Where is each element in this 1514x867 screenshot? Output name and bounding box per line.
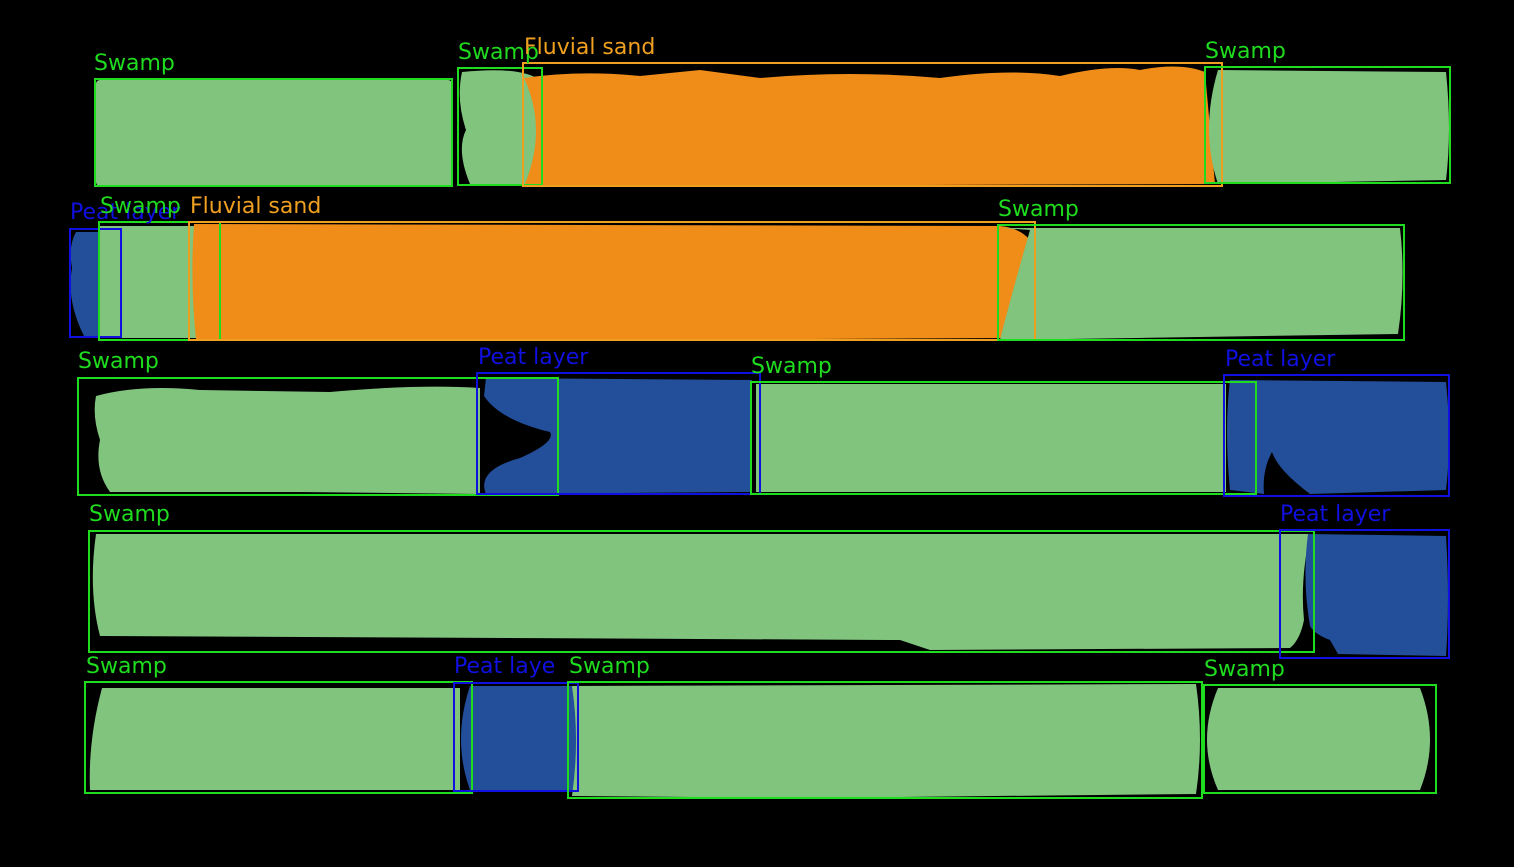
swamp-box (457, 67, 543, 186)
peat-layer-label: Peat layer (1280, 502, 1391, 527)
swamp-box (94, 78, 453, 187)
peat-layer-box (453, 682, 579, 792)
peat-layer-box (476, 372, 761, 495)
fluvial-sand-label: Fluvial sand (524, 35, 655, 60)
swamp-label: Swamp (569, 654, 650, 679)
peat-layer-region (484, 378, 752, 494)
fluvial-sand-label: Fluvial sand (190, 194, 321, 219)
swamp-box (750, 381, 1257, 495)
swamp-label: Swamp (94, 51, 175, 76)
swamp-label: Swamp (78, 349, 159, 374)
fluvial-sand-region (192, 224, 1030, 340)
swamp-label: Swamp (1204, 657, 1285, 682)
peat-layer-region (461, 686, 576, 790)
swamp-region (89, 688, 460, 790)
swamp-box (77, 377, 559, 496)
swamp-box (1204, 66, 1451, 184)
core-row-5: Swamp Peat laye Swamp Swamp (84, 654, 1437, 799)
swamp-label: Swamp (1205, 39, 1286, 64)
swamp-label: Swamp (998, 197, 1079, 222)
core-row-3: Swamp Peat layer Swamp Peat layer (77, 345, 1450, 497)
peat-layer-label: Peat layer (1225, 347, 1336, 372)
swamp-box (84, 681, 473, 794)
peat-layer-label: Peat laye (454, 654, 555, 679)
peat-layer-label: Peat layer (70, 200, 181, 225)
core-row-2: Peat layer Swamp Fluvial sand Swamp (69, 194, 1405, 341)
swamp-label: Swamp (458, 40, 539, 65)
fluvial-sand-box (522, 62, 1223, 187)
peat-layer-region (1227, 380, 1449, 494)
peat-layer-box (1279, 529, 1450, 659)
swamp-label: Swamp (751, 354, 832, 379)
swamp-region (1209, 70, 1449, 184)
swamp-label: Swamp (86, 654, 167, 679)
swamp-label: Swamp (100, 194, 181, 219)
core-row-1: Swamp Swamp Fluvial sand Swamp (94, 35, 1451, 187)
swamp-box (88, 530, 1315, 653)
swamp-box (98, 221, 221, 341)
peat-layer-box (69, 228, 122, 338)
core-row-4: Swamp Peat layer (88, 502, 1450, 659)
peat-layer-box (1223, 374, 1450, 497)
swamp-region (1207, 688, 1430, 790)
swamp-region (572, 684, 1200, 798)
swamp-label: Swamp (89, 502, 170, 527)
peat-layer-region (1305, 534, 1448, 656)
fluvial-sand-box (188, 221, 1036, 341)
swamp-region (459, 70, 540, 184)
swamp-region (96, 80, 452, 186)
swamp-box (1203, 684, 1437, 794)
swamp-box (997, 224, 1405, 341)
peat-layer-label: Peat layer (478, 345, 589, 370)
swamp-box (567, 681, 1203, 799)
swamp-region (756, 384, 1226, 492)
swamp-region (1000, 228, 1403, 340)
swamp-region (92, 534, 1310, 650)
fluvial-sand-region (524, 66, 1215, 186)
swamp-region (94, 386, 481, 494)
